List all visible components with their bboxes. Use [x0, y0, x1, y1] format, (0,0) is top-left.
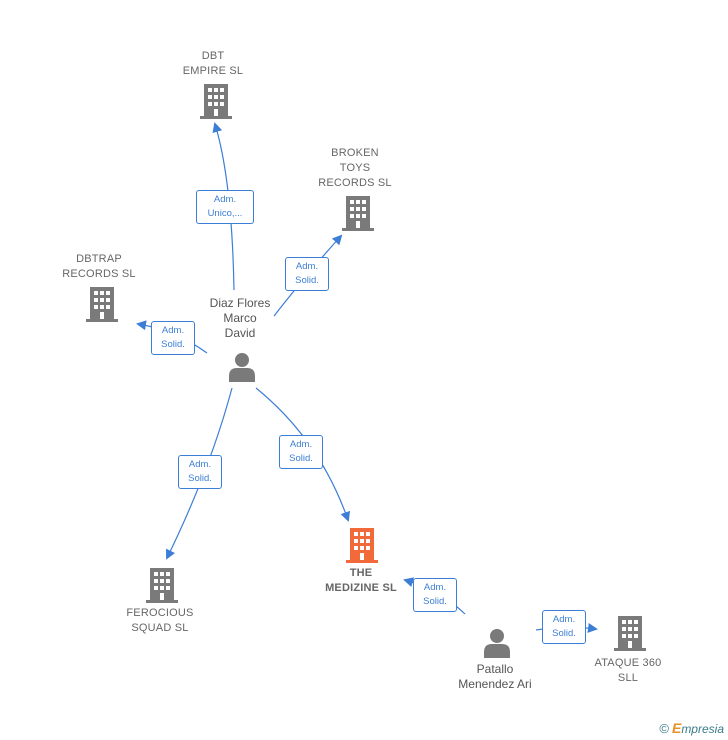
- edge-label-adm-solid[interactable]: Adm. Solid.: [178, 455, 222, 489]
- edge-label-adm-solid[interactable]: Adm. Solid.: [151, 321, 195, 355]
- company-label-broken-toys: BROKEN TOYS RECORDS SL: [318, 147, 392, 189]
- building-icon[interactable]: [146, 568, 178, 609]
- building-icon-focus[interactable]: [346, 528, 378, 569]
- edge-label-adm-unico[interactable]: Adm. Unico,...: [196, 190, 254, 224]
- person-icon[interactable]: [482, 628, 512, 663]
- company-label-dbt-empire: DBT EMPIRE SL: [182, 50, 244, 77]
- brand-footer: ©Empresia: [659, 720, 724, 736]
- building-icon[interactable]: [342, 196, 374, 237]
- edge-label-adm-solid[interactable]: Adm. Solid.: [285, 257, 329, 291]
- building-icon[interactable]: [614, 616, 646, 657]
- building-icon[interactable]: [86, 287, 118, 328]
- company-label-dbtrap: DBTRAP RECORDS SL: [62, 253, 136, 280]
- edge-label-adm-solid[interactable]: Adm. Solid.: [413, 578, 457, 612]
- person-label-patallo: Patallo Menendez Ari: [458, 662, 532, 691]
- copyright-icon: ©: [659, 721, 669, 736]
- person-icon[interactable]: [227, 352, 257, 387]
- building-icon[interactable]: [200, 84, 232, 125]
- edge-label-adm-solid[interactable]: Adm. Solid.: [542, 610, 586, 644]
- brand-logo-text: mpresia: [681, 722, 724, 736]
- company-label-ferocious: FEROCIOUS SQUAD SL: [126, 607, 194, 634]
- company-label-medizine: THE MEDIZINE SL: [325, 567, 397, 594]
- company-label-ataque: ATAQUE 360 SLL: [594, 657, 662, 684]
- edge-label-adm-solid[interactable]: Adm. Solid.: [279, 435, 323, 469]
- person-label-diaz-flores: Diaz Flores Marco David: [209, 296, 271, 340]
- brand-logo-initial: E: [671, 720, 682, 736]
